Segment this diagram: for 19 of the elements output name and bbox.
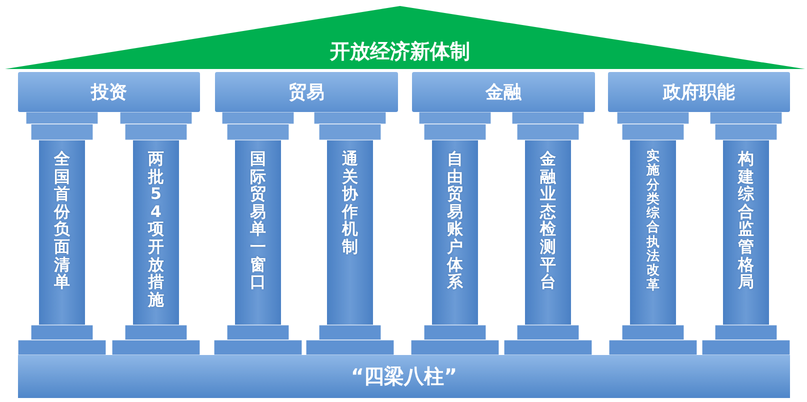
pillar-label: 实施分类综合执法改革: [646, 150, 660, 293]
beam-label: 政府职能: [663, 81, 735, 104]
pillar-label: 国际贸易单一窗口: [250, 150, 266, 291]
title-text: 开放经济新体制: [328, 38, 471, 65]
base-label: “四梁八柱”: [350, 363, 458, 390]
pillar-label: 两批54项开放措施: [148, 150, 164, 308]
pillar-label: 通关协作机制: [342, 150, 358, 256]
beam-label: 投资: [91, 81, 127, 104]
beam-panel: [18, 72, 200, 112]
beam-panel: [608, 72, 790, 112]
beam-panel: [215, 72, 398, 112]
beam-label: 金融: [486, 81, 522, 104]
beam-label: 贸易: [288, 81, 324, 104]
pillar-label: 构建综合监管格局: [738, 150, 754, 291]
pillar-label: 金融业态检测平台: [540, 150, 556, 291]
base-panel: [18, 355, 790, 398]
beam-panel: [412, 72, 595, 112]
pillar-label: 自由贸易账户体系: [447, 150, 463, 291]
pillar-label: 全国首份负面清单: [54, 150, 70, 291]
